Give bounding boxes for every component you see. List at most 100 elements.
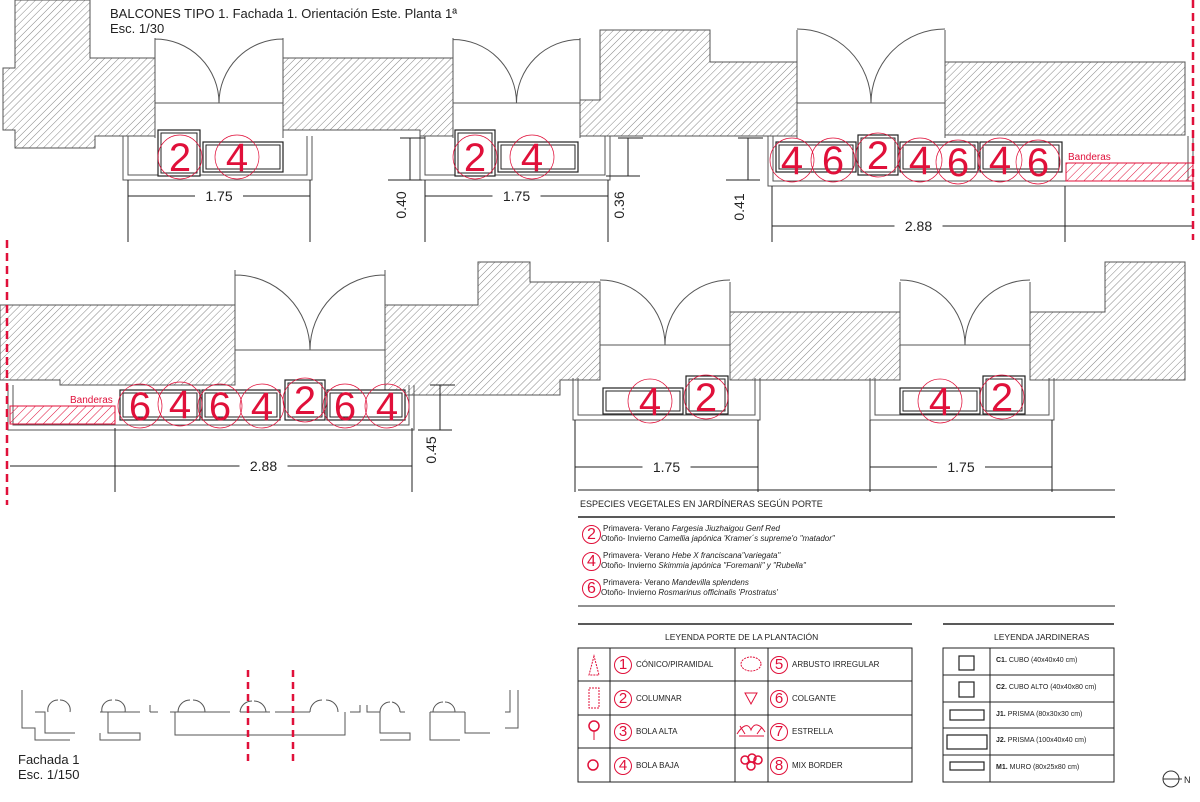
season-label: Otoño- Invierno <box>601 588 659 597</box>
plant-marker: 2 <box>855 132 901 178</box>
cone-icon <box>588 654 600 676</box>
porte-number-badge: 4 <box>614 756 632 775</box>
plant-number: 6 <box>129 385 151 429</box>
doors <box>154 28 1031 385</box>
banderas-row1: Banderas <box>1065 152 1194 182</box>
plant-marker: 6 <box>1015 139 1061 185</box>
planter-box <box>326 389 406 421</box>
porte-label: MIX BORDER <box>792 760 843 770</box>
dimension-label: 0.36 <box>611 191 627 218</box>
planter-box <box>454 129 496 177</box>
plant-number: 4 <box>226 136 248 180</box>
plant-number: 4 <box>376 385 398 429</box>
planter-box <box>497 141 579 173</box>
banderas-label: Banderas <box>1068 152 1111 163</box>
door <box>796 28 946 138</box>
hanging-icon <box>744 692 758 706</box>
door <box>234 270 386 385</box>
species-line: Otoño- Invierno Skimmia japónica "Forema… <box>601 561 806 570</box>
plant-number: 4 <box>169 383 191 427</box>
mix-border-icon <box>740 753 763 771</box>
porte-number-badge: 7 <box>770 723 788 741</box>
porte-label: ESTRELLA <box>792 727 833 736</box>
porte-legend-title: LEYENDA PORTE DE LA PLANTACIÓN <box>665 632 819 642</box>
depth-dimension: 0.36 <box>606 137 643 219</box>
column-icon <box>588 687 600 709</box>
season-label: Primavera- Verano <box>603 524 672 533</box>
porte-label: BOLA BAJA <box>636 760 680 770</box>
plant-marker: 4 <box>214 134 260 180</box>
dimension-label: 1.75 <box>653 459 680 475</box>
drawing-scale: Esc. 1/30 <box>110 21 165 36</box>
plant-number: 2 <box>294 379 316 423</box>
north-arrow-icon: N <box>1162 770 1191 788</box>
planter-legend-title: LEYENDA JARDINERAS <box>994 632 1090 642</box>
low-ball-icon <box>587 759 599 771</box>
plant-marker: 2 <box>452 134 498 180</box>
balcony-slab <box>869 378 1055 421</box>
species-line: Primavera- Verano Hebe X franciscana"var… <box>603 551 780 560</box>
planter-box <box>857 134 899 176</box>
porte-number-badge: 2 <box>614 689 632 708</box>
plant-marker: 6 <box>935 139 981 185</box>
species-line: Primavera- Verano Fargesia Jiuzhaigou Ge… <box>603 524 780 533</box>
plant-marker: 2 <box>157 134 203 180</box>
width-dimension: 1.75 <box>424 180 609 242</box>
planter-legend-table <box>942 647 1115 783</box>
depth-dimension: 0.40 <box>388 137 425 219</box>
balcony-slab <box>122 136 313 181</box>
plant-number: 2 <box>695 376 717 420</box>
walls-row2 <box>0 261 1186 396</box>
door <box>154 38 284 138</box>
planter-box <box>202 141 284 173</box>
width-dimension: 2.88 <box>771 186 1066 242</box>
plant-marker: 4 <box>627 378 673 424</box>
porte-label: ARBUSTO IRREGULAR <box>792 660 880 669</box>
plant-number: 4 <box>989 139 1011 183</box>
plant-marker: 4 <box>897 137 943 183</box>
species-name: Mandevilla splendens <box>671 578 749 587</box>
plant-marker: 2 <box>979 374 1025 420</box>
porte-number-badge: 6 <box>770 689 788 708</box>
porte-number-badge: 5 <box>770 656 788 674</box>
balcony-slab <box>572 378 761 421</box>
door <box>599 279 731 378</box>
dimension-label: 0.41 <box>731 193 747 220</box>
plant-marker: 4 <box>977 137 1023 183</box>
plant-marker: 4 <box>917 378 963 424</box>
plant-number: 2 <box>867 134 889 178</box>
dimension-label: 1.75 <box>503 188 530 204</box>
plant-number: 2 <box>991 376 1013 420</box>
plant-number: 2 <box>464 136 486 180</box>
porte-number-badge: 3 <box>614 723 632 741</box>
species-name: Fargesia Jiuzhaigou Genf Red <box>671 524 780 533</box>
depth-dimension: 0.41 <box>726 137 763 221</box>
north-label: N <box>1184 775 1191 785</box>
dimension-label: 2.88 <box>905 218 932 234</box>
balcony-slab <box>419 136 611 181</box>
dimension-label: 2.88 <box>250 458 277 474</box>
star-plant-icon <box>736 724 766 737</box>
porte-label: COLUMNAR <box>636 693 682 703</box>
species-number-badge: 2 <box>582 525 601 544</box>
porte-number-badge: 1 <box>614 656 632 674</box>
cube-c2-icon <box>958 681 975 698</box>
season-label: Otoño- Invierno <box>601 561 659 570</box>
width-dimension: 1.75 <box>574 420 759 492</box>
dimension-label: 0.45 <box>423 436 439 463</box>
plant-number: 6 <box>947 141 969 185</box>
planter-box <box>602 387 684 415</box>
plant-marker: 6 <box>117 383 163 429</box>
plant-number: 6 <box>822 139 844 183</box>
plant-marker: 6 <box>197 383 243 429</box>
plant-number: 4 <box>639 380 661 424</box>
dimension-label: 0.40 <box>393 191 409 218</box>
plant-marker: 2 <box>282 377 328 423</box>
dimension-label: 1.75 <box>205 188 232 204</box>
banderas-label: Banderas <box>70 395 113 406</box>
planter-legend-label: C2. CUBO ALTO (40x40x80 cm) <box>996 683 1097 691</box>
species-name: Rosmarinus officinalis 'Prostratus' <box>658 588 778 597</box>
porte-label: BOLA ALTA <box>636 727 678 736</box>
prism-j2-icon <box>946 734 988 750</box>
